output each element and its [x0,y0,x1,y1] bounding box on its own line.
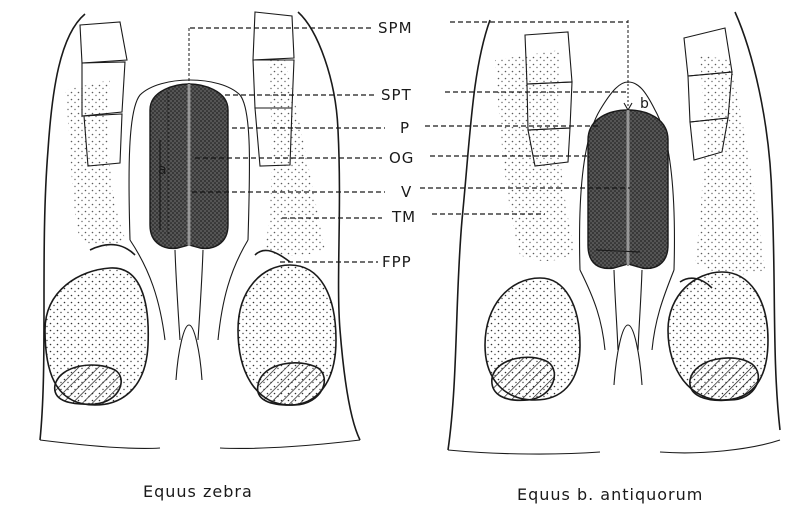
label-v: V [401,183,412,201]
label-a: a [158,162,168,178]
structure-labels: SPM SPT P OG V TM FPP [378,19,416,271]
right-specimen: b [448,12,780,454]
left-soft-palate [175,250,203,340]
right-choana [614,325,642,385]
caption-right: Equus b. antiquorum [517,485,703,504]
caption-left: Equus zebra [143,482,253,501]
label-fpp: FPP [382,253,412,271]
label-og: OG [389,149,414,167]
right-palate-side [580,270,674,350]
label-b: b [640,96,650,112]
label-p: P [400,119,410,137]
right-shading-right [695,55,765,274]
label-spm: SPM [378,19,413,37]
label-tm: TM [391,208,416,226]
right-condyle-left [492,357,555,400]
left-specimen: a [40,12,360,448]
label-spt: SPT [381,86,412,104]
